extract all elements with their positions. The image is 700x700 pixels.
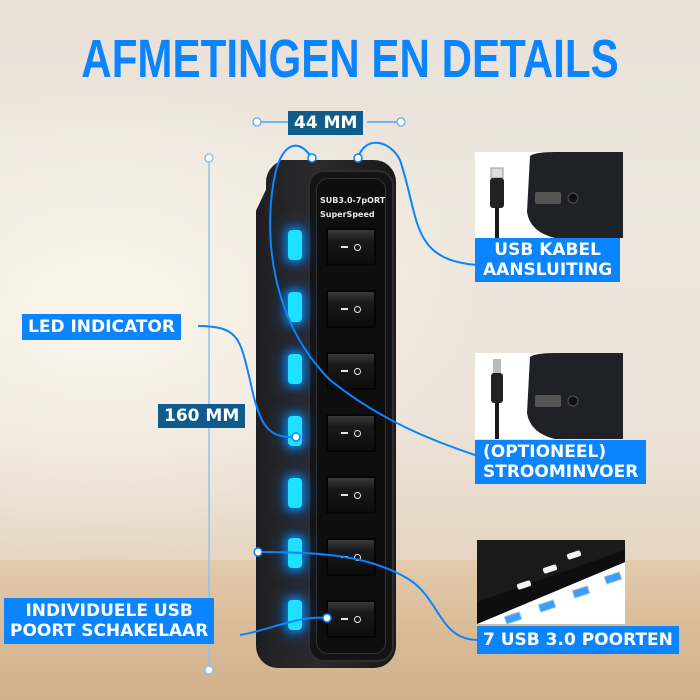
on-mark-icon [354, 491, 361, 499]
usb-ports-photo [477, 540, 625, 624]
callout-power-input-line2: STROOMINVOER [483, 462, 639, 482]
on-mark-icon [354, 367, 361, 375]
port-switch-5[interactable] [326, 476, 376, 514]
port-switch-2[interactable] [326, 290, 376, 328]
off-mark-icon [341, 556, 348, 558]
power-input-photo [475, 353, 623, 439]
on-mark-icon [354, 305, 361, 313]
callout-port-switch-line2: POORT SCHAKELAAR [10, 621, 209, 641]
callout-port-switch-line1: INDIVIDUELE USB [25, 601, 193, 621]
led-indicator-2 [288, 292, 302, 322]
callout-usb-cable-line1: USB KABEL [494, 240, 601, 260]
callout-usb-cable: USB KABEL AANSLUITING [475, 238, 621, 282]
callout-port-switch: INDIVIDUELE USB POORT SCHAKELAAR [4, 598, 215, 644]
led-indicator-7 [288, 600, 302, 630]
hub-model-label: SUB3.0-7pORT [320, 196, 386, 205]
on-mark-icon [354, 553, 361, 561]
led-indicator-1 [288, 230, 302, 260]
led-indicator-3 [288, 354, 302, 384]
off-mark-icon [341, 494, 348, 496]
port-switch-4[interactable] [326, 414, 376, 452]
port-switch-6[interactable] [326, 538, 376, 576]
usb-ports-illustration [477, 540, 625, 624]
callout-usb-ports: 7 USB 3.0 POORTEN [477, 626, 679, 654]
on-mark-icon [354, 243, 361, 251]
off-mark-icon [341, 308, 348, 310]
callout-power-input: (OPTIONEEL) STROOMINVOER [475, 440, 647, 484]
led-indicator-5 [288, 478, 302, 508]
callout-power-input-line1: (OPTIONEEL) [483, 442, 607, 462]
usb-cable-photo [475, 152, 623, 238]
callout-led-indicator: LED INDICATOR [22, 314, 181, 340]
off-mark-icon [341, 370, 348, 372]
callout-usb-cable-line2: AANSLUITING [483, 260, 613, 280]
hub-speed-label: SuperSpeed [320, 210, 375, 219]
height-dimension-label: 160 MM [158, 404, 246, 428]
port-switch-3[interactable] [326, 352, 376, 390]
off-mark-icon [341, 246, 348, 248]
off-mark-icon [341, 618, 348, 620]
led-indicator-4 [288, 416, 302, 446]
port-switch-7[interactable] [326, 600, 376, 638]
page-title: AFMETINGEN EN DETAILS [81, 29, 619, 89]
port-switch-1[interactable] [326, 228, 376, 266]
led-indicator-6 [288, 538, 302, 568]
width-dimension-label: 44 MM [288, 111, 364, 135]
off-mark-icon [341, 432, 348, 434]
dc-plug-illustration [491, 353, 623, 439]
on-mark-icon [354, 615, 361, 623]
usb-cable-illustration [490, 152, 623, 238]
on-mark-icon [354, 429, 361, 437]
